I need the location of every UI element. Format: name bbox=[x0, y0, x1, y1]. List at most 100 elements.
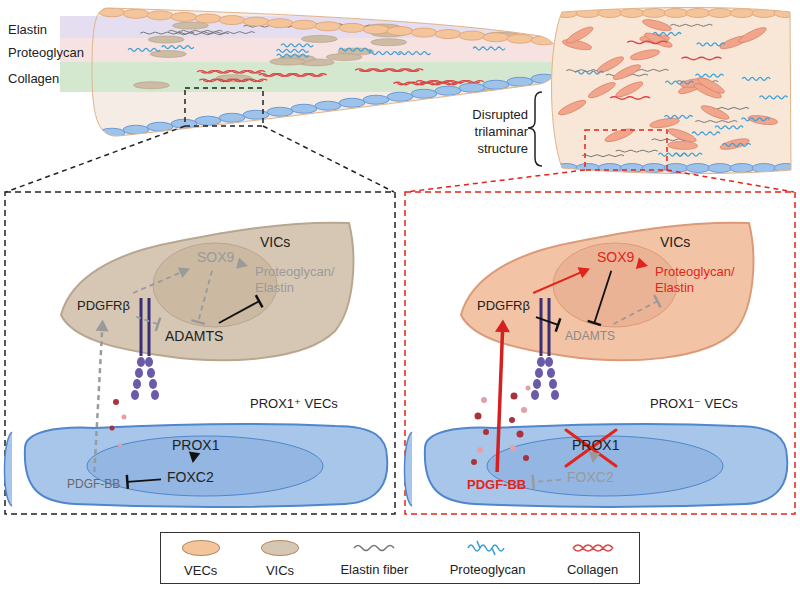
gene-label: PROX1 bbox=[570, 436, 621, 455]
legend-text-box: VICs bbox=[266, 561, 294, 579]
illustration-detail bbox=[171, 12, 197, 21]
cell-shape bbox=[415, 418, 795, 510]
label-box: Collagen bbox=[8, 69, 59, 87]
illustration-detail bbox=[737, 25, 767, 45]
cell-shape bbox=[15, 418, 395, 510]
illustration-detail bbox=[730, 9, 754, 18]
illustration-detail bbox=[665, 81, 693, 84]
illustration-detail bbox=[620, 9, 644, 18]
illustration-detail bbox=[477, 447, 483, 453]
illustration-detail bbox=[664, 164, 688, 173]
gene-label: PROX1 bbox=[170, 436, 221, 455]
inhibition-bar bbox=[588, 321, 601, 325]
illustration-detail bbox=[670, 24, 712, 26]
illustration-detail bbox=[642, 9, 666, 18]
label-box: Elastin bbox=[8, 20, 47, 38]
illustration-detail bbox=[697, 43, 725, 46]
matrix-label: Proteoglycan/ Elastin bbox=[655, 264, 743, 295]
illustration-detail bbox=[216, 75, 252, 82]
illustration-detail bbox=[606, 74, 648, 76]
activation-connector bbox=[636, 257, 648, 269]
illustration-detail bbox=[369, 52, 401, 55]
illustration-detail bbox=[700, 103, 731, 122]
vic-cell: VICsPDGFRβSOX9Proteoglycan/ ElastinADAMT… bbox=[55, 215, 355, 365]
illustration-detail bbox=[640, 34, 670, 43]
inhibition-bar bbox=[156, 318, 160, 331]
illustration-detail bbox=[315, 101, 341, 110]
illustration-detail bbox=[526, 386, 531, 391]
connector-line bbox=[133, 272, 181, 293]
illustration-detail bbox=[135, 368, 143, 378]
illustration-detail bbox=[110, 426, 115, 431]
arrowhead bbox=[589, 451, 600, 463]
illustration-detail bbox=[554, 9, 578, 18]
inhibition-connector bbox=[127, 475, 161, 489]
illustration-detail bbox=[692, 81, 723, 101]
illustration-detail bbox=[566, 430, 616, 466]
illustration-detail bbox=[649, 117, 680, 130]
cell-label: PROX1⁻ VECs bbox=[650, 396, 738, 411]
illustration-detail bbox=[359, 69, 423, 72]
illustration-detail bbox=[582, 155, 624, 157]
gene-label: FOXC2 bbox=[167, 469, 214, 486]
activation-connector bbox=[236, 258, 248, 269]
illustration-detail bbox=[243, 17, 269, 26]
illustration-detail bbox=[511, 393, 518, 400]
illustration-detail bbox=[338, 48, 374, 55]
illustration-detail bbox=[270, 58, 306, 65]
cell-membrane bbox=[61, 223, 353, 360]
illustration-detail bbox=[507, 77, 533, 86]
legend-entry: Collagen bbox=[567, 538, 618, 578]
legend-entry: VECs bbox=[182, 537, 220, 579]
illustration-detail bbox=[128, 48, 160, 51]
illustration-detail bbox=[60, 16, 570, 38]
illustration-detail bbox=[219, 113, 245, 122]
connector-line bbox=[594, 271, 611, 323]
legend: VECsVICsElastin fiberProteoglycanCollage… bbox=[160, 532, 640, 584]
connector-line bbox=[94, 330, 102, 472]
illustration-detail bbox=[123, 9, 149, 18]
label-box: Proteoglycan bbox=[8, 43, 84, 61]
illustration-detail bbox=[686, 164, 710, 173]
enzyme-label: ADAMTS bbox=[165, 328, 223, 345]
illustration-detail bbox=[537, 357, 545, 367]
illustration-detail bbox=[575, 71, 603, 74]
connector-line bbox=[136, 317, 158, 324]
illustration-detail bbox=[557, 98, 588, 118]
bracket bbox=[528, 92, 542, 166]
illustration-detail bbox=[147, 368, 155, 378]
illustration-detail bbox=[653, 33, 681, 36]
illustration-detail bbox=[244, 25, 298, 27]
leaflet-texture bbox=[554, 9, 798, 173]
illustration-detail bbox=[549, 379, 557, 389]
inhibition-connector bbox=[191, 271, 212, 324]
connector-line bbox=[198, 271, 212, 322]
legend-sample bbox=[569, 538, 617, 558]
illustration-detail bbox=[692, 132, 720, 135]
legend-sample bbox=[464, 538, 512, 558]
illustration-detail bbox=[387, 92, 413, 101]
arrowhead bbox=[236, 258, 248, 269]
activation-connector bbox=[533, 267, 590, 293]
zoom-panel bbox=[405, 192, 795, 514]
illustration-detail bbox=[267, 19, 293, 28]
gene-label: FOXC2 bbox=[567, 469, 614, 486]
illustration-detail bbox=[267, 107, 293, 116]
inhibition-bar bbox=[256, 295, 263, 307]
gene-label: SOX9 bbox=[197, 249, 234, 266]
illustration-detail bbox=[145, 357, 153, 367]
illustration-detail bbox=[641, 17, 672, 33]
cell-label: VICs bbox=[660, 234, 690, 250]
illustration-detail bbox=[326, 54, 362, 61]
connector-line bbox=[497, 331, 502, 472]
illustration-detail bbox=[365, 24, 401, 31]
illustration-detail bbox=[610, 97, 650, 100]
illustration-detail bbox=[658, 153, 686, 156]
enzyme-label: ADAMTS bbox=[563, 328, 617, 344]
illustration-detail bbox=[435, 30, 461, 39]
illustration-detail bbox=[289, 24, 343, 26]
legend-sample bbox=[350, 538, 398, 558]
illustration-detail bbox=[547, 368, 555, 378]
inhibition-connector bbox=[588, 271, 612, 325]
illustration-detail bbox=[133, 379, 141, 389]
